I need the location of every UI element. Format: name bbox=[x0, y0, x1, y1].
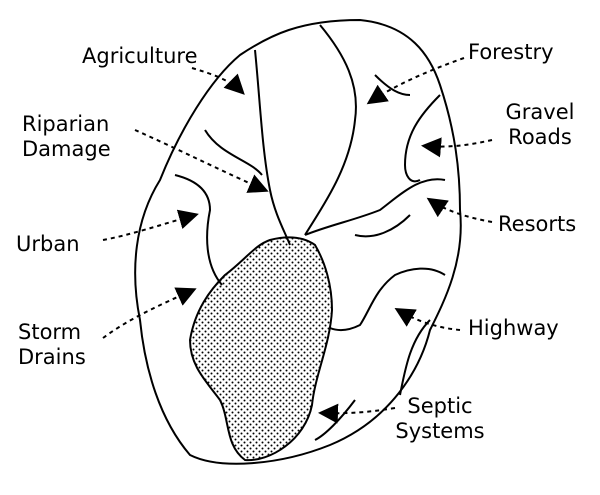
resorts-text: Resorts bbox=[498, 212, 577, 236]
drains-text: Drains bbox=[18, 345, 86, 370]
arrow-agriculture bbox=[191, 67, 245, 95]
stream-riparian bbox=[204, 129, 263, 176]
label-urban: Urban bbox=[16, 232, 80, 257]
stream-resorts bbox=[304, 178, 446, 236]
label-resorts: Resorts bbox=[498, 212, 576, 237]
stream-agri bbox=[254, 49, 291, 246]
label-forestry: Forestry bbox=[468, 40, 554, 65]
stream-highway bbox=[329, 267, 446, 332]
agriculture-text: Agriculture bbox=[82, 44, 198, 68]
label-storm-drains: Storm Drains bbox=[18, 320, 86, 370]
storm-text: Storm bbox=[18, 320, 82, 344]
gravel-text: Gravel bbox=[505, 100, 575, 124]
septic-text: Septic bbox=[407, 394, 473, 418]
forestry-text: Forestry bbox=[468, 40, 554, 64]
stream-resorts2 bbox=[354, 214, 411, 238]
stream-urban bbox=[174, 174, 223, 286]
lake bbox=[188, 236, 334, 462]
damage-text: Damage bbox=[22, 137, 111, 162]
arrow-septic bbox=[318, 403, 396, 424]
stream-septic bbox=[314, 399, 356, 441]
riparian-text: Riparian bbox=[22, 112, 110, 136]
systems-text: Systems bbox=[395, 419, 485, 444]
stream-gravel bbox=[403, 94, 441, 183]
roads-text: Roads bbox=[508, 125, 572, 150]
arrow-storm bbox=[102, 287, 197, 339]
arrow-resorts bbox=[426, 197, 493, 223]
stream-forest-trib bbox=[374, 74, 411, 96]
label-riparian-damage: Riparian Damage bbox=[22, 112, 111, 162]
label-agriculture: Agriculture bbox=[82, 44, 198, 69]
label-septic-systems: Septic Systems bbox=[380, 394, 500, 444]
urban-text: Urban bbox=[16, 232, 80, 256]
stream-storm bbox=[399, 319, 431, 396]
label-gravel-roads: Gravel Roads bbox=[495, 100, 585, 150]
arrow-highway bbox=[394, 307, 461, 331]
arrow-riparian bbox=[134, 129, 269, 193]
highway-text: Highway bbox=[468, 316, 559, 340]
label-highway: Highway bbox=[468, 316, 559, 341]
stream-forest bbox=[304, 24, 357, 236]
arrow-urban bbox=[102, 209, 199, 241]
watershed-boundary bbox=[134, 18, 462, 465]
arrow-forestry bbox=[366, 57, 465, 105]
arrow-gravel bbox=[421, 137, 493, 158]
streams bbox=[174, 24, 446, 441]
